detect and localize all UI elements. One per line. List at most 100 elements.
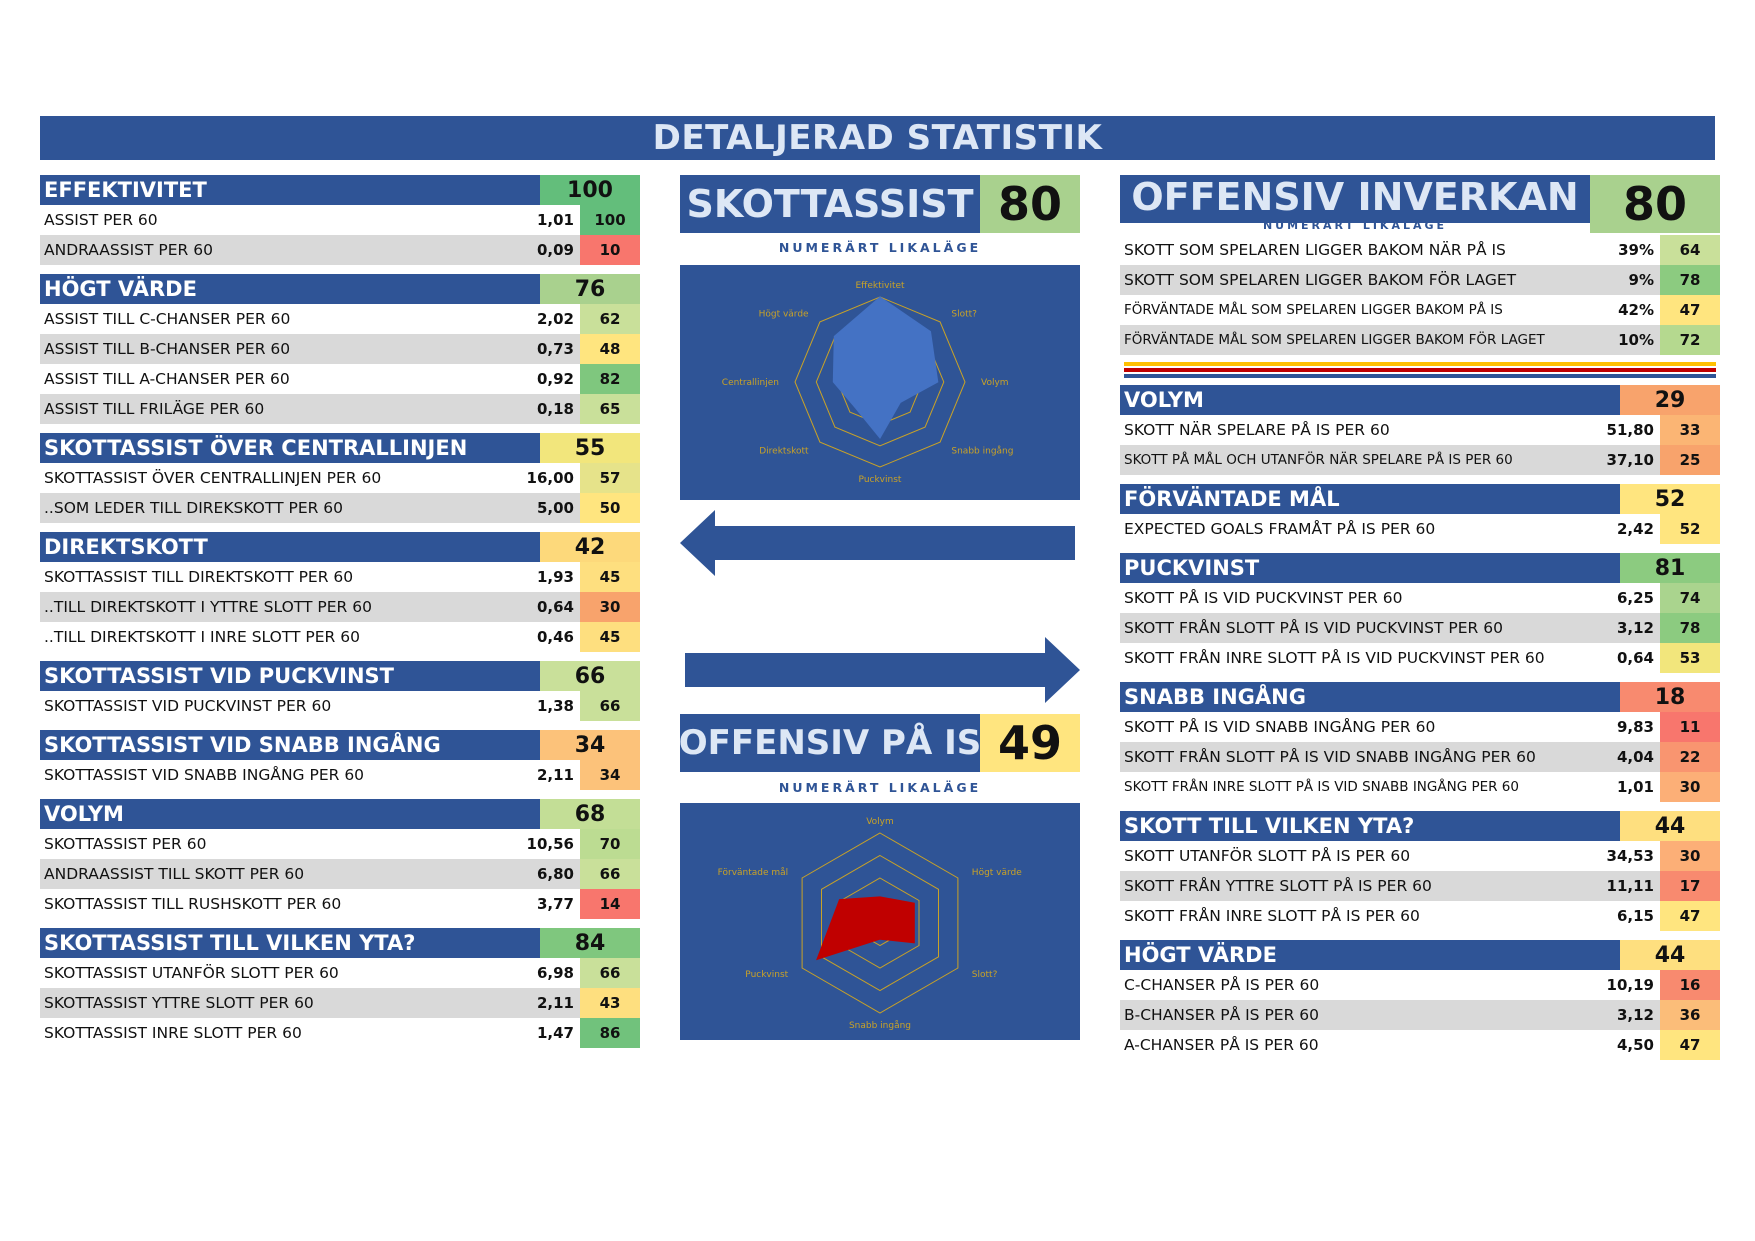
section-title: EFFEKTIVITET [40, 175, 540, 205]
section-header: SKOTT TILL VILKEN YTA?44 [1120, 811, 1720, 841]
section-title: VOLYM [40, 799, 540, 829]
row-value: 0,64 [1616, 649, 1654, 667]
row-score: 57 [580, 463, 640, 493]
offensiv-pa-is-caption: NUMERÄRT LIKALÄGE [778, 780, 982, 795]
row-label: SKOTT FRÅN YTTRE SLOTT PÅ IS PER 60 [1124, 877, 1432, 895]
radar-label: Centrallinjen [722, 378, 779, 388]
radar-label: Puckvinst [859, 475, 902, 485]
section-title: FÖRVÄNTADE MÅL [1120, 484, 1620, 514]
row-value: 0,92 [536, 370, 574, 388]
row-score: 64 [1660, 235, 1720, 265]
row-score: 45 [580, 622, 640, 652]
section-score: 29 [1620, 385, 1720, 415]
row-score: 48 [580, 334, 640, 364]
row-value: 9,83 [1616, 718, 1654, 736]
section-score: 18 [1620, 682, 1720, 712]
row-label: SKOTT PÅ MÅL OCH UTANFÖR NÄR SPELARE PÅ … [1124, 452, 1513, 468]
row-label: SKOTTASSIST PER 60 [44, 835, 207, 853]
row-score: 74 [1660, 583, 1720, 613]
row-score: 66 [580, 958, 640, 988]
row-label: FÖRVÄNTADE MÅL SOM SPELAREN LIGGER BAKOM… [1124, 332, 1545, 348]
row-value: 2,11 [536, 994, 574, 1012]
row-score: 50 [580, 493, 640, 523]
row-score: 86 [580, 1018, 640, 1048]
table-row: FÖRVÄNTADE MÅL SOM SPELAREN LIGGER BAKOM… [1120, 325, 1720, 355]
row-label: SKOTT PÅ IS VID PUCKVINST PER 60 [1124, 589, 1403, 607]
offensiv-inverkan-rows: SKOTT SOM SPELAREN LIGGER BAKOM NÄR PÅ I… [1120, 235, 1720, 355]
section-score: 44 [1620, 811, 1720, 841]
row-value: 3,12 [1616, 619, 1654, 637]
row-label: A-CHANSER PÅ IS PER 60 [1124, 1036, 1319, 1054]
section-score: 66 [540, 661, 640, 691]
section-score: 81 [1620, 553, 1720, 583]
radar-label: Volym [866, 817, 894, 827]
row-score: 82 [580, 364, 640, 394]
row-value: 6,15 [1616, 907, 1654, 925]
table-row: SKOTT FRÅN SLOTT PÅ IS VID PUCKVINST PER… [1120, 613, 1720, 643]
row-label: SKOTT SOM SPELAREN LIGGER BAKOM NÄR PÅ I… [1124, 241, 1506, 259]
section-score: 84 [540, 928, 640, 958]
row-label: FÖRVÄNTADE MÅL SOM SPELAREN LIGGER BAKOM… [1124, 302, 1503, 318]
row-label: ASSIST TILL FRILÄGE PER 60 [44, 400, 265, 418]
row-score: 10 [580, 235, 640, 265]
row-value: 34,53 [1606, 847, 1654, 865]
row-score: 47 [1660, 1030, 1720, 1060]
row-value: 16,00 [526, 469, 574, 487]
row-value: 3,12 [1616, 1006, 1654, 1024]
row-score: 100 [580, 205, 640, 235]
row-label: SKOTT FRÅN INRE SLOTT PÅ IS VID PUCKVINS… [1124, 649, 1545, 667]
radar-label: Förväntade mål [718, 867, 789, 878]
row-label: EXPECTED GOALS FRAMÅT PÅ IS PER 60 [1124, 520, 1436, 538]
radar-gridline [821, 854, 939, 992]
row-score: 70 [580, 829, 640, 859]
skottassist-score: 80 [980, 175, 1080, 233]
offensiv-inverkan-score: 80 [1590, 175, 1720, 233]
table-row: SKOTT PÅ MÅL OCH UTANFÖR NÄR SPELARE PÅ … [1120, 445, 1720, 475]
section-title: PUCKVINST [1120, 553, 1620, 583]
row-value: 1,38 [536, 697, 574, 715]
row-label: ..TILL DIREKTSKOTT I INRE SLOTT PER 60 [44, 628, 360, 646]
section-header: SKOTTASSIST TILL VILKEN YTA?84 [40, 928, 640, 958]
section-title: SKOTTASSIST VID PUCKVINST [40, 661, 540, 691]
table-row: SKOTTASSIST PER 60 10,56 70 [40, 829, 640, 859]
row-score: 47 [1660, 295, 1720, 325]
table-row: SKOTT SOM SPELAREN LIGGER BAKOM NÄR PÅ I… [1120, 235, 1720, 265]
row-value: 10,56 [526, 835, 574, 853]
row-score: 52 [1660, 514, 1720, 544]
section-title: VOLYM [1120, 385, 1620, 415]
section-score: 52 [1620, 484, 1720, 514]
row-value: 9% [1628, 271, 1654, 289]
row-score: 53 [1660, 643, 1720, 673]
row-value: 2,02 [536, 310, 574, 328]
row-label: SKOTTASSIST VID SNABB INGÅNG PER 60 [44, 766, 365, 784]
row-label: ..TILL DIREKTSKOTT I YTTRE SLOTT PER 60 [44, 598, 372, 616]
offensiv-inverkan-caption: NUMERÄRT LIKALÄGE [1262, 219, 1448, 232]
radar-label: Puckvinst [745, 970, 788, 980]
row-label: SKOTT FRÅN INRE SLOTT PÅ IS VID SNABB IN… [1124, 779, 1519, 795]
